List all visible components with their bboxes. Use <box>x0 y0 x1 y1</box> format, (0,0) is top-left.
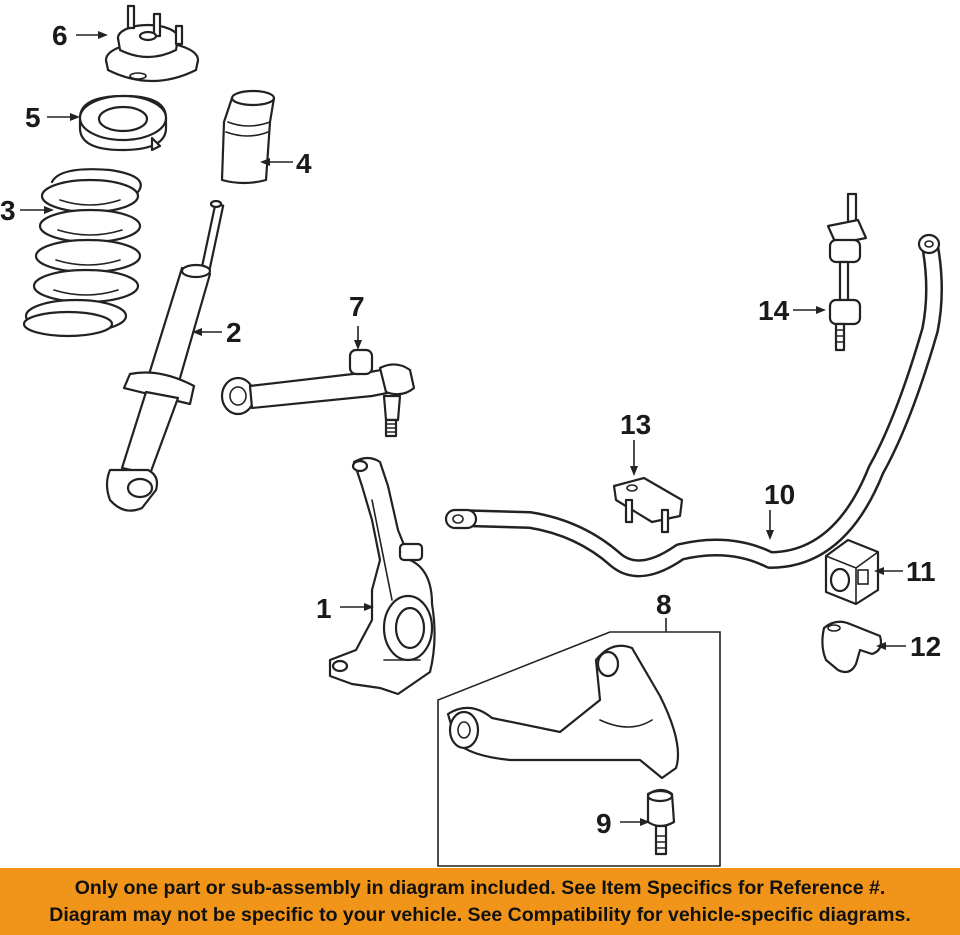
callout-6: 6 <box>52 20 68 51</box>
ball-joint-icon <box>646 788 676 856</box>
spring-insulator-icon <box>78 94 168 152</box>
callout-11: 11 <box>906 556 936 587</box>
callout-8: 8 <box>656 589 672 620</box>
disclaimer-line-2: Diagram may not be specific to your vehi… <box>49 904 911 926</box>
upper-control-arm-icon <box>220 348 416 438</box>
callout-9: 9 <box>596 808 612 839</box>
coil-spring-icon <box>22 168 142 338</box>
disclaimer-line-1: Only one part or sub-assembly in diagram… <box>74 877 886 899</box>
disclaimer-banner: Only one part or sub-assembly in diagram… <box>0 868 960 935</box>
lower-control-arm-icon <box>446 644 680 780</box>
callout-14: 14 <box>758 295 790 326</box>
suspension-parts-diagram: 6 5 4 3 2 7 1 8 9 10 11 12 13 14 <box>0 4 943 867</box>
callout-13: 13 <box>620 409 651 440</box>
callout-2: 2 <box>226 317 242 348</box>
shock-absorber-icon <box>105 199 225 512</box>
stabilizer-bar-icon <box>444 233 943 578</box>
lower-control-arm-group <box>437 618 721 867</box>
callout-12: 12 <box>910 631 941 662</box>
callout-7: 7 <box>349 291 365 322</box>
callout-10: 10 <box>764 479 795 510</box>
callout-4: 4 <box>296 148 312 179</box>
leader-arrows <box>20 31 906 826</box>
callout-3: 3 <box>0 195 16 226</box>
callout-5: 5 <box>25 102 41 133</box>
stabilizer-bushing-icon <box>824 538 880 606</box>
upper-strut-mount-icon <box>104 4 200 83</box>
bump-stop-boot-icon <box>220 89 276 185</box>
callout-1: 1 <box>316 593 332 624</box>
steering-knuckle-icon <box>328 456 436 696</box>
bracket-icon <box>612 476 684 534</box>
stabilizer-link-icon <box>826 192 868 352</box>
bushing-bracket-icon <box>821 620 883 674</box>
